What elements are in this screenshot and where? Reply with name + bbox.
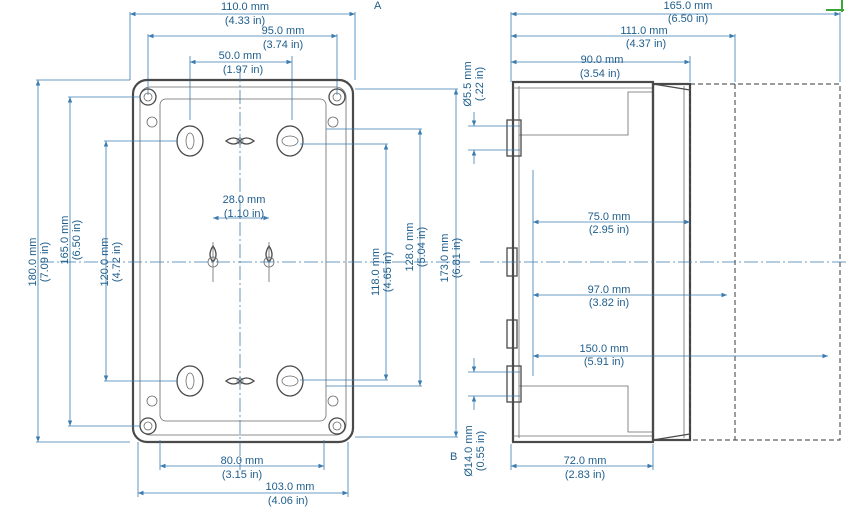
dim-inner-97-mm: 97.0 mm: [588, 284, 631, 296]
dim-slot-spacing-in: (1.97 in): [223, 64, 263, 76]
dim-slot-height-in: (4.72 in): [111, 242, 123, 282]
dim-slot-spacing-mm: 50.0 mm: [219, 50, 262, 62]
dim-total-depth-mm: 165.0 mm: [664, 0, 713, 12]
dim-bottom-103-mm: 103.0 mm: [266, 481, 315, 493]
dim-depth-90-in: (3.54 in): [580, 68, 620, 80]
dim-overall-height-mm: 180.0 mm: [27, 238, 39, 287]
dim-right-173-in: (6.81 in): [451, 238, 463, 278]
dim-inner-width-mm: 95.0 mm: [262, 25, 305, 37]
dim-center-spacing-in: (1.10 in): [224, 208, 264, 220]
dim-depth-111-in: (4.37 in): [626, 38, 666, 50]
dim-right-173-mm: 173.0 mm: [439, 234, 451, 283]
dim-right-128-in: (5.04 in): [416, 227, 428, 267]
section-marker-b: B: [450, 451, 457, 463]
dim-overall-width-mm: 110.0 mm: [221, 1, 269, 13]
dim-inner-150-in: (5.91 in): [584, 356, 624, 368]
dim-gland-diameter-in: (0.55 in): [475, 431, 487, 471]
dim-right-118-in: (4.65 in): [382, 252, 394, 292]
dim-bottom-103-in: (4.06 in): [268, 495, 308, 507]
dim-bottom-72-mm: 72.0 mm: [564, 455, 607, 467]
dim-inner-150-mm: 150.0 mm: [580, 343, 629, 355]
dim-inner-75-in: (2.95 in): [589, 224, 629, 236]
dim-hole-diameter-in: (.22 in): [474, 67, 486, 101]
dim-total-depth-in: (6.50 in): [668, 13, 708, 25]
dim-right-118-mm: 118.0 mm: [370, 248, 382, 296]
dim-overall-width-in: (4.33 in): [225, 15, 265, 27]
enclosure-outline: [131, 78, 355, 444]
dim-inner-height-in: (6.50 in): [71, 220, 83, 260]
corner-screw-icons: [139, 88, 346, 435]
corner-marker-icon: [826, 0, 844, 12]
section-marker-a: A: [374, 0, 382, 12]
dim-inner-75-mm: 75.0 mm: [588, 211, 631, 223]
dim-center-spacing-mm: 28.0 mm: [223, 194, 266, 206]
dim-gland-diameter-mm: Ø14.0 mm: [463, 425, 475, 476]
dim-inner-height-mm: 165.0 mm: [59, 216, 71, 265]
dim-inner-97-in: (3.82 in): [589, 297, 629, 309]
front-view: 110.0 mm (4.33 in) 95.0 mm (3.74 in) 50.…: [27, 0, 470, 507]
dim-right-128-mm: 128.0 mm: [404, 223, 416, 272]
dim-bottom-80-in: (3.15 in): [222, 469, 262, 481]
dim-depth-90-mm: 90.0 mm: [581, 54, 624, 66]
dim-depth-111-mm: 111.0 mm: [620, 25, 667, 37]
dim-bottom-72-in: (2.83 in): [565, 469, 605, 481]
dim-hole-diameter-mm: Ø5.5 mm: [462, 61, 474, 106]
dim-slot-height-mm: 120.0 mm: [99, 238, 111, 287]
dim-inner-width-in: (3.74 in): [263, 39, 303, 51]
dim-overall-height-in: (7.09 in): [39, 242, 51, 282]
side-view: 165.0 mm (6.50 in) 111.0 mm (4.37 in) 90…: [450, 0, 848, 481]
dim-bottom-80-mm: 80.0 mm: [221, 455, 264, 467]
